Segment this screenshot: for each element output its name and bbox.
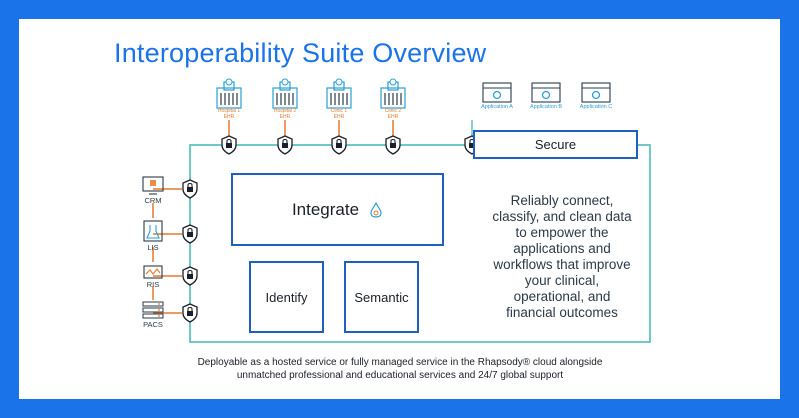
lock-icon (385, 135, 401, 155)
footer-line: Deployable as a hosted service or fully … (197, 357, 603, 368)
footer-text: Deployable as a hosted service or fully … (150, 356, 650, 382)
footer-line: unmatched professional and educational s… (236, 370, 564, 381)
app-label-b: Application B (529, 104, 563, 110)
description-line: classify, and clean data (492, 209, 632, 224)
system-label-ris: RIS (146, 280, 160, 289)
page-title: Interoperability Suite Overview (114, 38, 487, 68)
secure-box: Secure (473, 130, 638, 159)
lock-icon (331, 135, 347, 155)
integrate-label: Integrate (291, 199, 360, 219)
lock-icon (182, 179, 198, 199)
lock-icon (182, 303, 198, 323)
system-label-lis: LIS (147, 243, 159, 252)
top-connectors (228, 120, 394, 136)
system-label-crm: CRM (144, 196, 162, 205)
drop-icon (370, 201, 382, 218)
secure-label: Secure (534, 137, 577, 152)
application-a-icon (482, 82, 512, 103)
crm-icon (142, 176, 164, 195)
description-line: Reliably connect, (510, 193, 614, 208)
ris-icon (143, 265, 163, 279)
pacs-icon (142, 301, 164, 319)
description-line: applications and (513, 241, 611, 256)
hospital-2-icon (272, 78, 298, 109)
hospital-1-icon (216, 78, 242, 109)
description-line: your clinical, (524, 273, 600, 288)
system-label-pacs: PACS (143, 320, 163, 329)
identify-label: Identify (265, 289, 308, 305)
lock-icon (182, 224, 198, 244)
description-line: operational, and (513, 289, 611, 304)
lock-icon (277, 135, 293, 155)
lock-icon (182, 266, 198, 286)
integrate-box: Integrate (231, 173, 444, 246)
lis-icon (143, 220, 163, 242)
lock-icon (221, 135, 237, 155)
description-line: to empower the (515, 225, 609, 240)
description-line: workflows that improve (493, 257, 631, 272)
clinic-1-icon (326, 78, 352, 109)
semantic-box: Semantic (344, 261, 419, 333)
app-label-a: Application A (481, 104, 513, 110)
description-text: Reliably connect, classify, and clean da… (462, 193, 662, 321)
semantic-label: Semantic (354, 289, 409, 305)
identify-box: Identify (249, 261, 324, 333)
app-label-c: Application C (579, 104, 613, 110)
description-line: financial outcomes (506, 305, 618, 320)
clinic-2-icon (380, 78, 406, 109)
application-c-icon (581, 82, 611, 103)
application-b-icon (531, 82, 561, 103)
